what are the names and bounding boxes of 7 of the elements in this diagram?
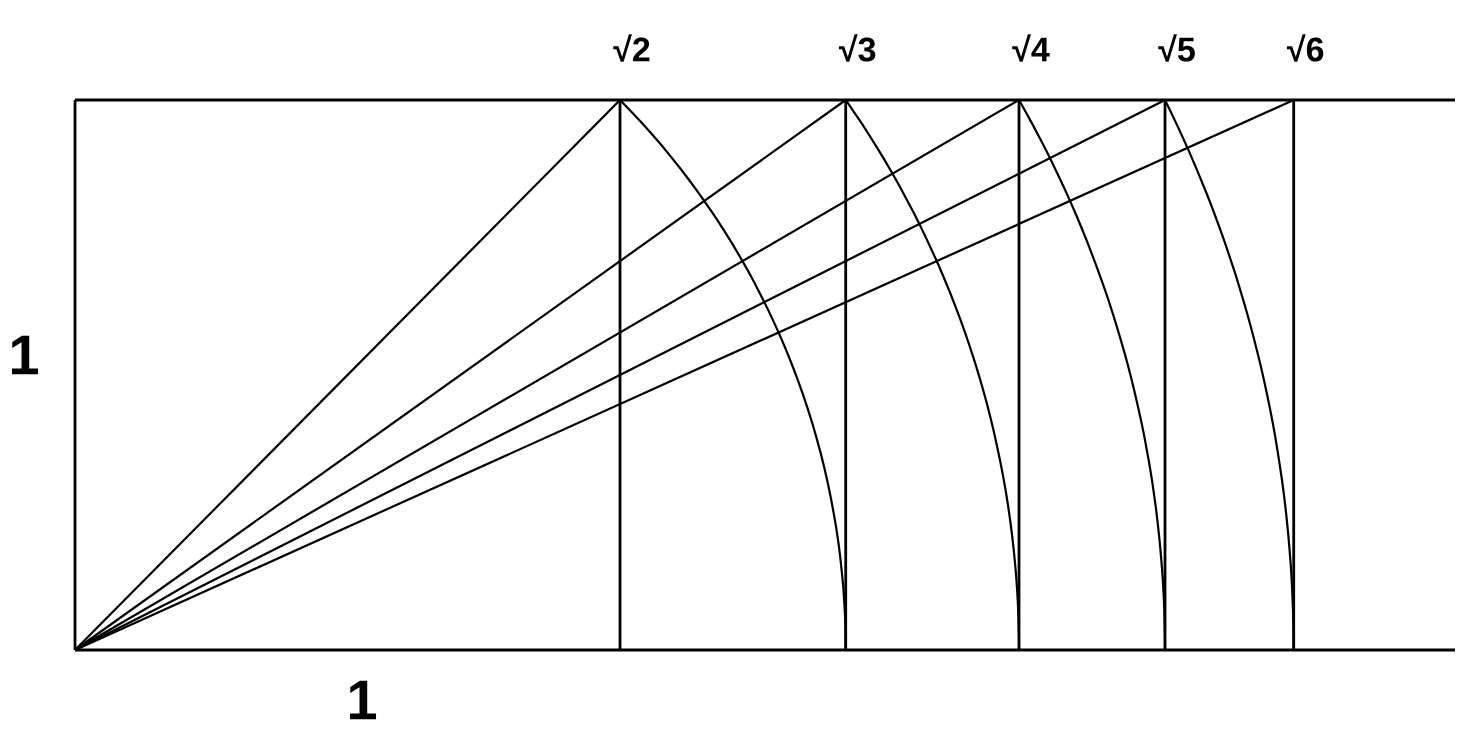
side-length-label: 1 [11, 335, 38, 375]
side-length-label: 1 [349, 680, 376, 720]
diagonal-length-label: √4 [1012, 34, 1050, 62]
diagonal-length-label: √3 [838, 34, 876, 62]
diagonal-length-label: √2 [613, 34, 650, 62]
diagonal-length-label: √5 [1158, 34, 1195, 62]
diagonal-length-label: √6 [1286, 34, 1324, 62]
